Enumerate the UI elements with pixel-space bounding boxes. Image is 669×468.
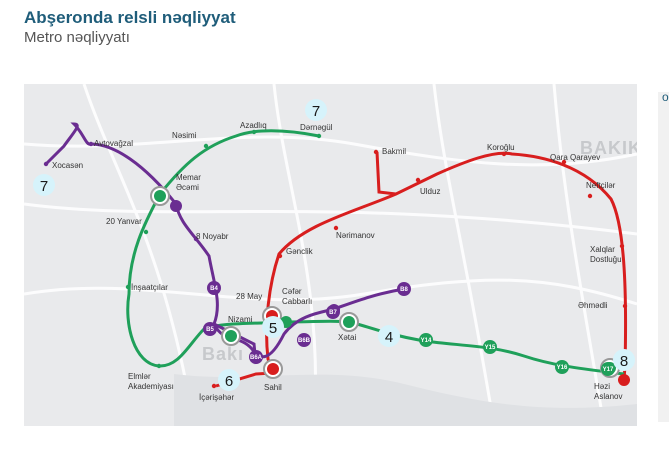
station-label-noyabr8: 8 Noyabr — [196, 232, 229, 241]
station-label-hazi: Həzi — [594, 382, 610, 391]
green-line — [126, 129, 625, 376]
station-label-elmlar: Elmlər — [128, 372, 151, 381]
station-label-narimanov: Nərimanov — [336, 231, 375, 240]
code-b5: B5 — [206, 327, 214, 333]
line-badge-7-top[interactable]: 7 — [305, 99, 327, 121]
svg-text:7: 7 — [312, 103, 320, 120]
next-panel-edge — [658, 92, 669, 422]
code-b6a: B6A — [250, 355, 263, 361]
code-station-b7[interactable]: B7 — [326, 305, 340, 319]
station-label-qara-qarayev: Qara Qarayev — [550, 153, 600, 162]
code-station-y14[interactable]: Y14 — [419, 333, 433, 347]
svg-text:5: 5 — [269, 320, 277, 337]
district-label-baku: Bakı — [202, 344, 244, 364]
code-y17: Y17 — [603, 367, 614, 373]
station-label-xalqlar: Xalqlar — [590, 245, 615, 254]
code-station-b8[interactable]: B8 — [397, 282, 411, 296]
station-label-ganclik: Gənclik — [286, 247, 314, 256]
station-label-azadliq: Azadlıq — [240, 121, 267, 130]
station-label-nasimi: Nəsimi — [172, 131, 197, 140]
station-label-cabbarli: Cabbarlı — [282, 297, 312, 306]
code-y14: Y14 — [421, 338, 432, 344]
purple-line — [44, 122, 405, 359]
sea-area — [174, 374, 637, 426]
svg-text:7: 7 — [40, 178, 48, 195]
svg-text:6: 6 — [225, 373, 233, 390]
station-label-dostlugu: Dostluğu — [590, 255, 622, 264]
station-label-aslanov: Aslanov — [594, 392, 622, 401]
station-label-koroglu: Koroğlu — [487, 143, 515, 152]
red-line — [265, 151, 628, 380]
station-label-avtovagzal: Avtovağzal — [94, 139, 133, 148]
station-label-xocasen: Xocasən — [52, 161, 83, 170]
metro-map[interactable]: Bakı BAKIK — [24, 84, 637, 426]
station-nizami-interchange[interactable] — [221, 326, 241, 346]
station-memar-ajami-interchange[interactable] — [150, 186, 182, 212]
station-label-cafar: Cəfər — [282, 287, 302, 296]
line-badge-6[interactable]: 6 — [218, 369, 240, 391]
station-label-insaatcilar: İnşaatçılar — [131, 283, 168, 292]
station-label-xatai: Xətai — [338, 333, 356, 342]
code-station-b6b[interactable]: B6B — [297, 333, 311, 347]
code-station-y16[interactable]: Y16 — [555, 360, 569, 374]
station-label-memar: Memar — [176, 173, 201, 182]
station-label-akademiyasi: Akademiyası — [128, 382, 174, 391]
station-label-yanvar20: 20 Yanvar — [106, 217, 142, 226]
metro-map-svg: Bakı BAKIK — [24, 84, 637, 426]
station-label-may28: 28 May — [236, 292, 262, 301]
code-b8: B8 — [400, 287, 408, 293]
station-label-neftcilar: Neftçilər — [586, 181, 616, 190]
district-label-bakik: BAKIK — [580, 138, 637, 158]
svg-text:8: 8 — [620, 353, 628, 370]
code-station-b6a[interactable]: B6A — [249, 350, 263, 364]
next-panel-fragment: o — [662, 90, 669, 104]
station-label-ulduz: Ulduz — [420, 187, 440, 196]
code-station-y17[interactable]: Y17 — [601, 362, 615, 376]
station-label-ahmadli: Əhmədli — [578, 301, 608, 310]
station-label-sahil: Sahil — [264, 383, 282, 392]
line-badge-4[interactable]: 4 — [378, 325, 400, 347]
station-label-bakmil: Bakmil — [382, 147, 406, 156]
red-line-branch — [375, 151, 397, 196]
code-b7: B7 — [329, 310, 337, 316]
svg-text:4: 4 — [385, 329, 393, 346]
code-station-y15[interactable]: Y15 — [483, 340, 497, 354]
code-station-b4[interactable]: B4 — [207, 281, 221, 295]
station-label-nizami: Nizami — [228, 315, 253, 324]
code-station-b5[interactable]: B5 — [203, 322, 217, 336]
station-label-darnagul: Dərnəgül — [300, 123, 333, 132]
line-badge-5[interactable]: 5 — [262, 316, 284, 338]
station-dots — [43, 129, 628, 389]
code-b6b: B6B — [298, 338, 311, 344]
line-badge-7-left[interactable]: 7 — [33, 174, 55, 196]
code-b4: B4 — [210, 286, 218, 292]
background-roads — [24, 84, 637, 426]
code-y16: Y16 — [557, 365, 568, 371]
page-title: Abşeronda relsli nəqliyyat — [24, 8, 236, 27]
line-badge-8[interactable]: 8 — [613, 349, 635, 371]
station-label-ajami: Əcəmi — [176, 183, 199, 192]
code-y15: Y15 — [485, 345, 496, 351]
station-label-icarisahar: İçərişəhər — [199, 393, 234, 402]
page-subtitle: Metro nəqliyyatı — [24, 29, 130, 46]
